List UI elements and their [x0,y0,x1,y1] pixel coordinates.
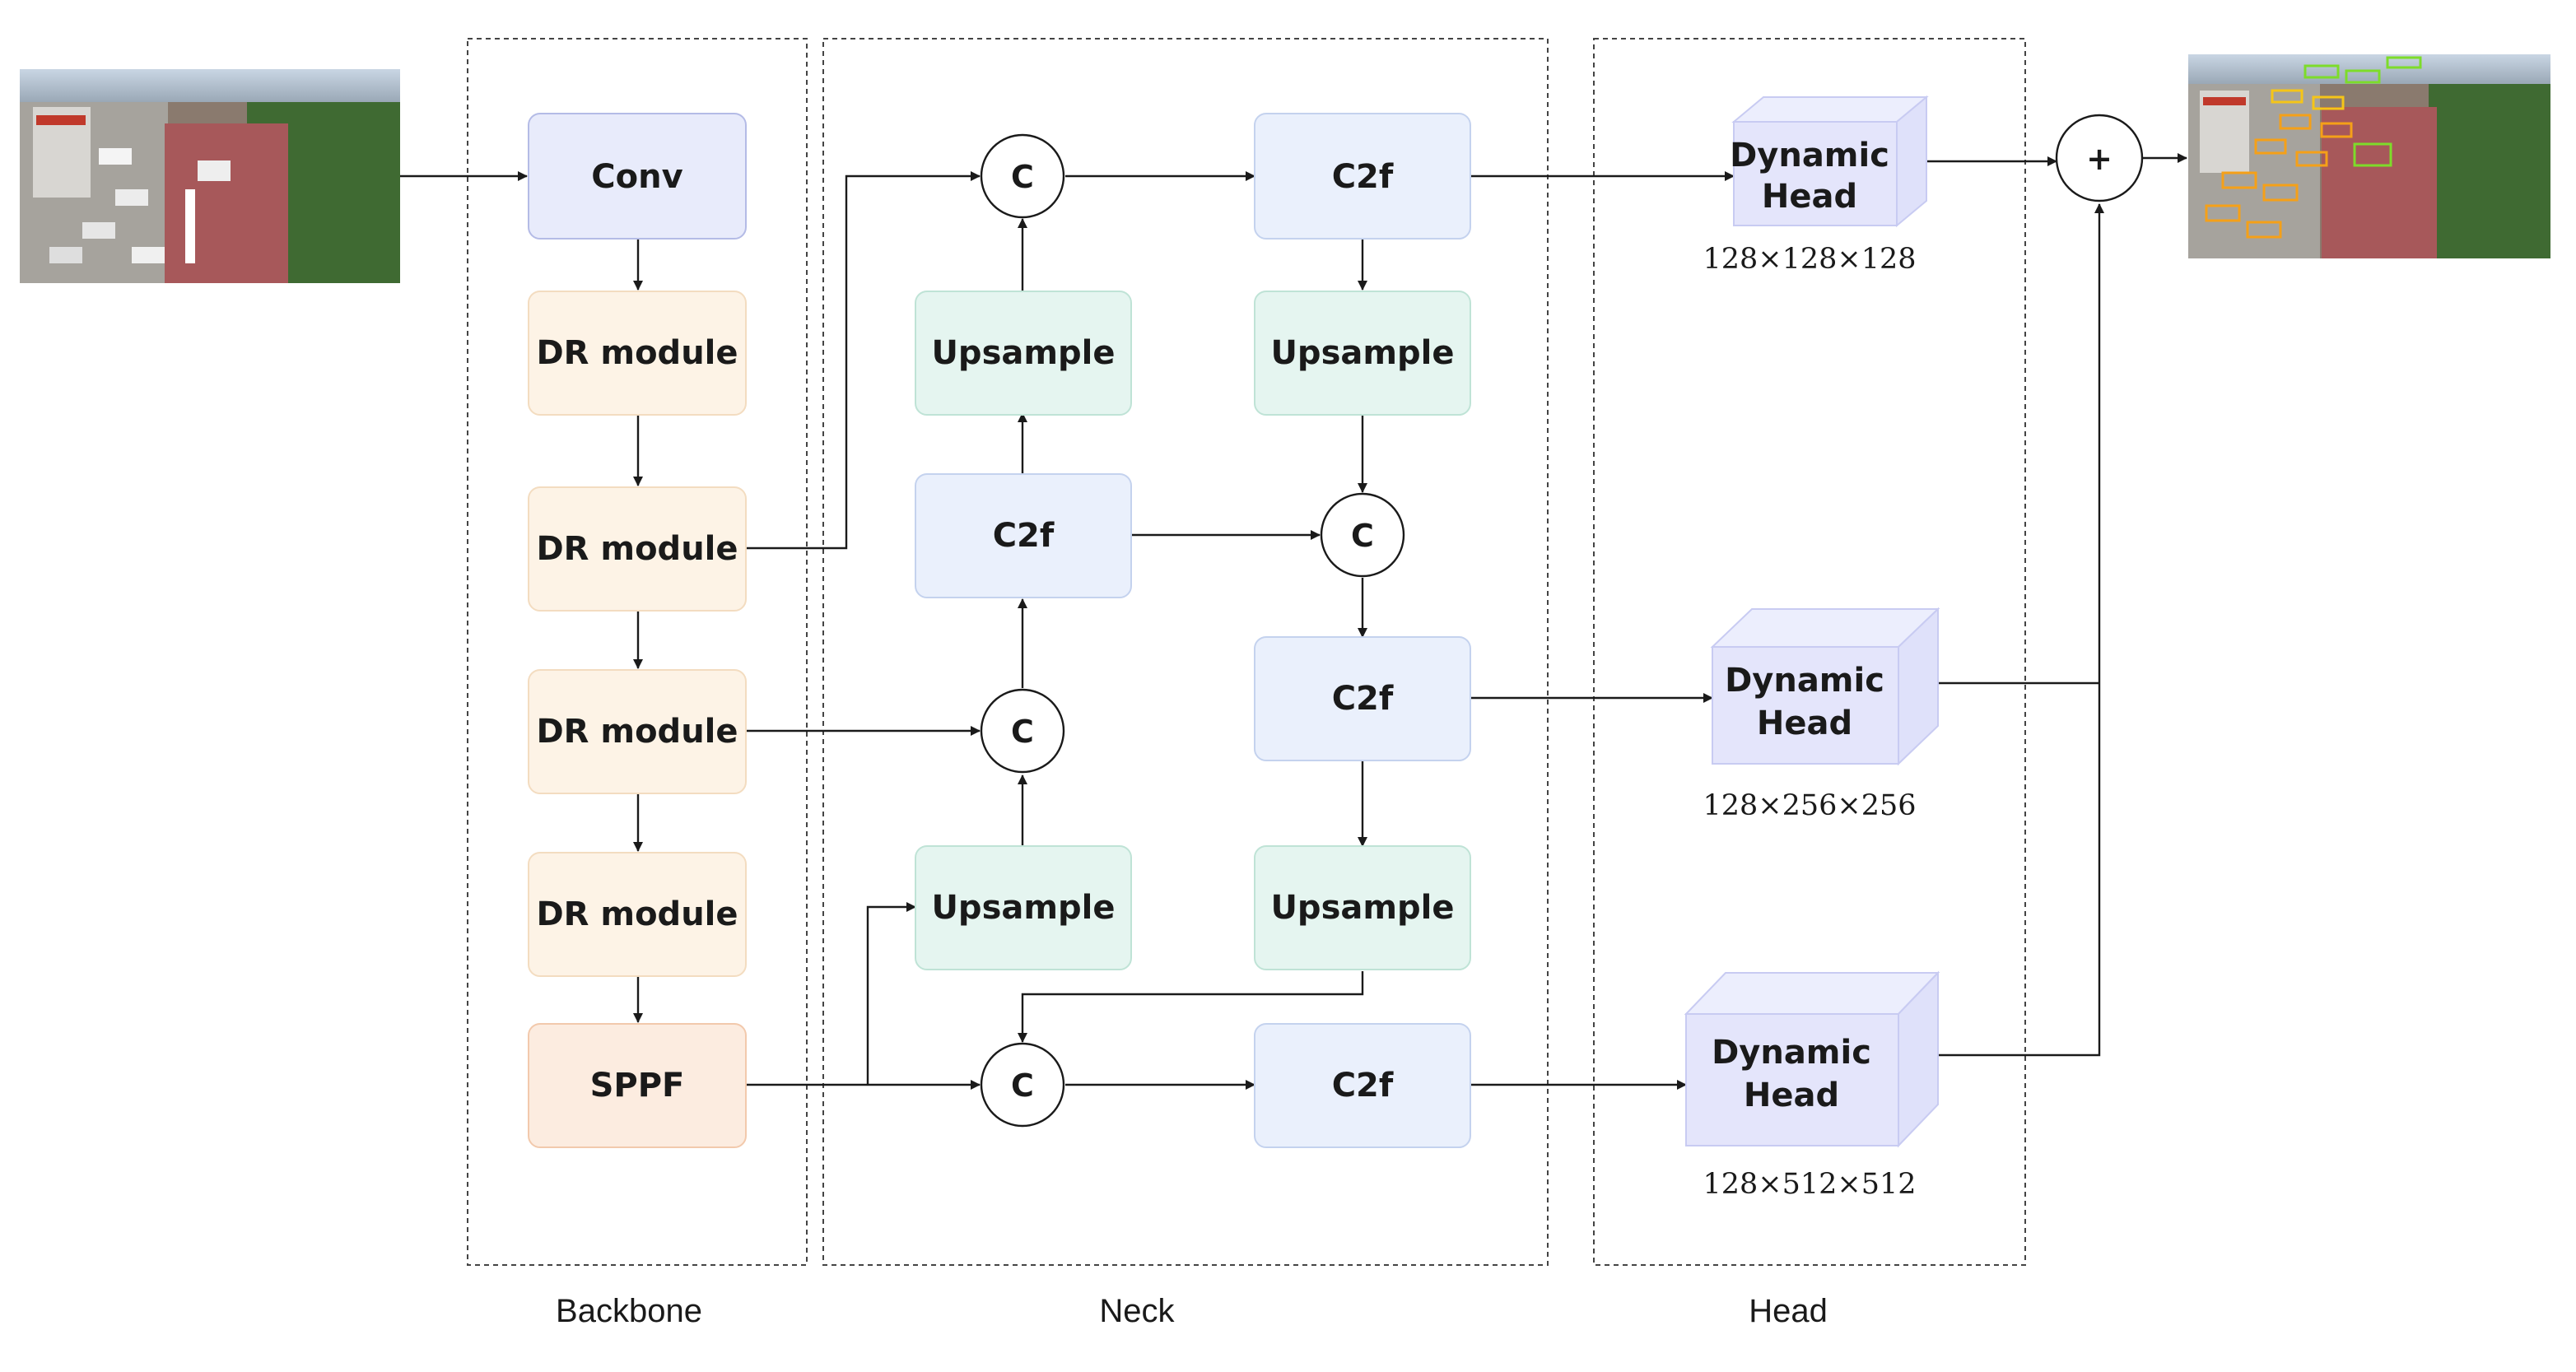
upsample-right-bottom: Upsample [1254,845,1471,970]
dynamic-head-2: Dynamic Head 128×256×256 [1703,607,1940,822]
svg-text:C: C [1011,159,1034,195]
neck-frame [822,38,1549,1266]
dr-module-2-label: DR module [536,530,738,568]
concat-node-mid-left: C [980,688,1065,774]
dr-module-1-label: DR module [536,334,738,372]
concat-node-bottom: C [980,1042,1065,1128]
dynamic-head-3: Dynamic Head 128×512×512 [1684,970,1940,1201]
sppf-label: SPPF [590,1067,685,1105]
concat-node-mid-right: C [1320,492,1405,578]
dr-module-1: DR module [528,291,747,416]
svg-text:Head: Head [1744,1077,1839,1114]
upsample-right-top: Upsample [1254,291,1471,416]
dynamic-head-1: Dynamic Head 128×128×128 [1703,95,1929,276]
conv-block: Conv [528,113,747,240]
sum-node: + [2055,114,2144,202]
group-label-backbone: Backbone [556,1293,702,1329]
dr-module-4-label: DR module [536,895,738,933]
svg-text:C: C [1351,518,1374,554]
sppf-block: SPPF [528,1023,747,1148]
connectors [400,153,2187,1090]
head-2-dims: 128×256×256 [1703,789,1916,822]
dr-module-3: DR module [528,669,747,794]
c2f-top: C2f [1254,113,1471,240]
concat-node-top: C [980,133,1065,219]
c2f-mid-right: C2f [1254,636,1471,761]
svg-text:Dynamic: Dynamic [1730,137,1889,174]
head-1-dims: 128×128×128 [1703,243,1916,276]
group-label-neck: Neck [1099,1293,1175,1329]
head-3-dims: 128×512×512 [1703,1168,1916,1201]
dr-module-4: DR module [528,852,747,977]
svg-text:Head: Head [1757,705,1852,742]
svg-text:Dynamic: Dynamic [1712,1034,1871,1072]
svg-text:Upsample: Upsample [931,889,1115,927]
svg-text:C: C [1011,714,1034,750]
upsample-left-top: Upsample [915,291,1132,416]
conv-label: Conv [591,158,682,196]
head-frame [1593,38,2026,1266]
input-image [20,69,400,283]
plus-icon: + [2086,141,2113,177]
output-image [2188,54,2550,258]
svg-text:Upsample: Upsample [931,334,1115,372]
svg-text:C2f: C2f [1332,680,1394,718]
svg-text:C2f: C2f [1332,158,1394,196]
svg-text:C2f: C2f [1332,1067,1394,1105]
svg-text:C: C [1011,1067,1034,1104]
svg-text:Dynamic: Dynamic [1725,662,1884,700]
dr-module-3-label: DR module [536,713,738,751]
group-label-head: Head [1749,1293,1828,1329]
dr-module-2: DR module [528,486,747,612]
svg-text:C2f: C2f [993,517,1055,555]
svg-text:Head: Head [1762,178,1857,216]
svg-text:Upsample: Upsample [1270,334,1454,372]
backbone-frame [467,38,808,1266]
c2f-mid-left: C2f [915,473,1132,598]
c2f-bottom: C2f [1254,1023,1471,1148]
svg-text:Upsample: Upsample [1270,889,1454,927]
upsample-left-bottom: Upsample [915,845,1132,970]
